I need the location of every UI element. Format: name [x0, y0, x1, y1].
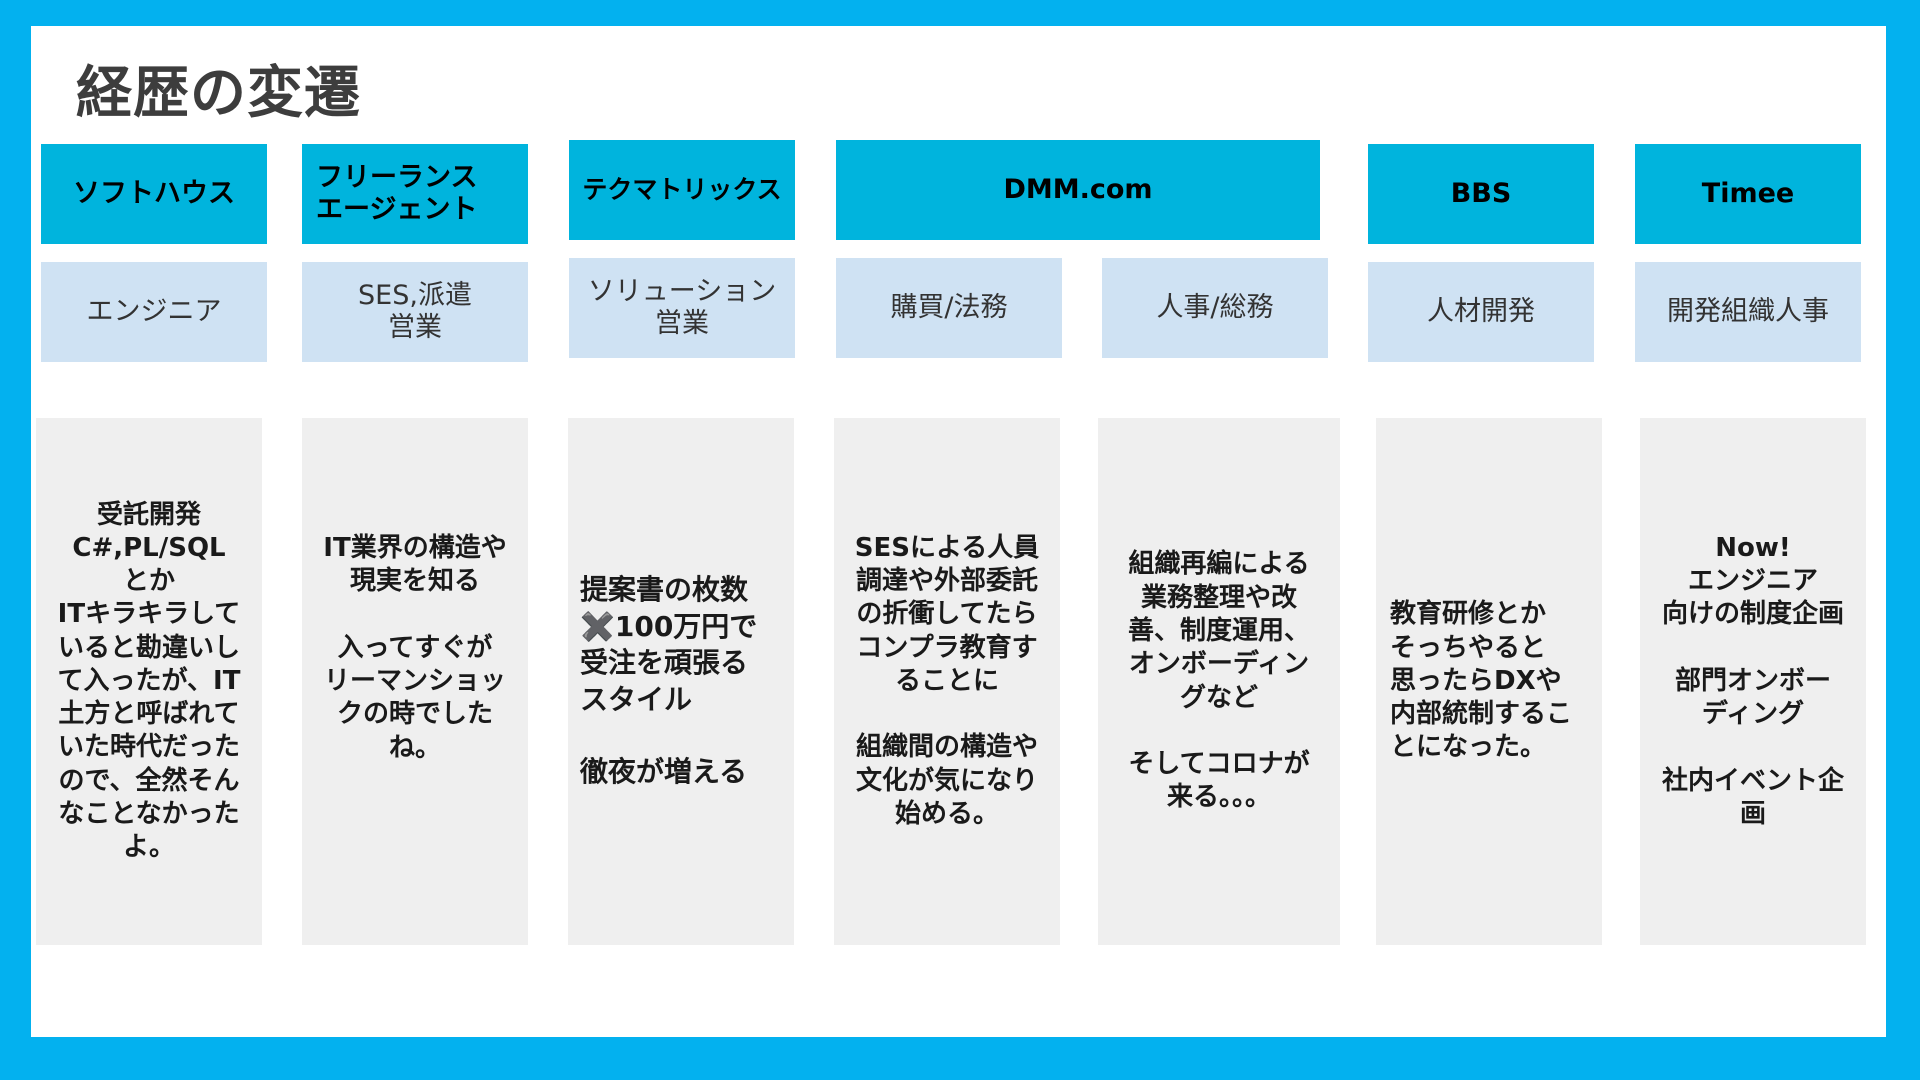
role-ses-sales: SES,派遣 営業	[302, 262, 528, 362]
description-timee: Now! エンジニア 向けの制度企画 部門オンボー ディング 社内イベント企 画	[1640, 418, 1866, 945]
description-text: 受託開発 C#,PL/SQL とか ITキラキラして いると勘違いし て入ったが…	[57, 499, 241, 863]
role-talent-development: 人材開発	[1368, 262, 1594, 362]
description-softhouse: 受託開発 C#,PL/SQL とか ITキラキラして いると勘違いし て入ったが…	[36, 418, 262, 945]
company-techmatrix: テクマトリックス	[569, 140, 795, 240]
role-hr-general-affairs: 人事/総務	[1102, 258, 1328, 358]
company-bbs: BBS	[1368, 144, 1594, 244]
description-text: 提案書の枚数 ✖️100万円で 受注を頑張る スタイル 徹夜が増える	[580, 573, 758, 789]
page-title: 経歴の変遷	[76, 61, 361, 126]
role-solution-sales: ソリューション 営業	[569, 258, 795, 358]
company-freelance: フリーランス エージェント	[302, 144, 528, 244]
company-dmm: DMM.com	[836, 140, 1320, 240]
description-text: SESによる人員 調達や外部委託 の折衝してたら コンプラ教育す ることに 組織…	[854, 532, 1040, 829]
slide: 経歴の変遷 ソフトハウス フリーランス エージェント テクマトリックス DMM.…	[31, 26, 1886, 1037]
description-text: IT業界の構造や 現実を知る 入ってすぐが リーマンショッ クの時でした ね。	[323, 533, 507, 763]
description-dmm-hr: 組織再編による 業務整理や改 善、制度運用、 オンボーディン グなど そしてコロ…	[1098, 418, 1340, 945]
company-softhouse: ソフトハウス	[41, 144, 267, 244]
role-engineering-org-hr: 開発組織人事	[1635, 262, 1861, 362]
role-engineer: エンジニア	[41, 262, 267, 362]
description-text: 組織再編による 業務整理や改 善、制度運用、 オンボーディン グなど そしてコロ…	[1127, 549, 1310, 813]
description-bbs: 教育研修とか そっちやると 思ったらDXや 内部統制するこ とになった。	[1376, 418, 1602, 945]
company-timee: Timee	[1635, 144, 1861, 244]
description-freelance: IT業界の構造や 現実を知る 入ってすぐが リーマンショッ クの時でした ね。	[302, 418, 528, 945]
role-purchasing-legal: 購買/法務	[836, 258, 1062, 358]
description-text: Now! エンジニア 向けの制度企画 部門オンボー ディング 社内イベント企 画	[1661, 532, 1844, 829]
description-techmatrix: 提案書の枚数 ✖️100万円で 受注を頑張る スタイル 徹夜が増える	[568, 418, 794, 945]
description-text: 教育研修とか そっちやると 思ったらDXや 内部統制するこ とになった。	[1390, 599, 1573, 763]
description-dmm-purchasing: SESによる人員 調達や外部委託 の折衝してたら コンプラ教育す ることに 組織…	[834, 418, 1060, 945]
